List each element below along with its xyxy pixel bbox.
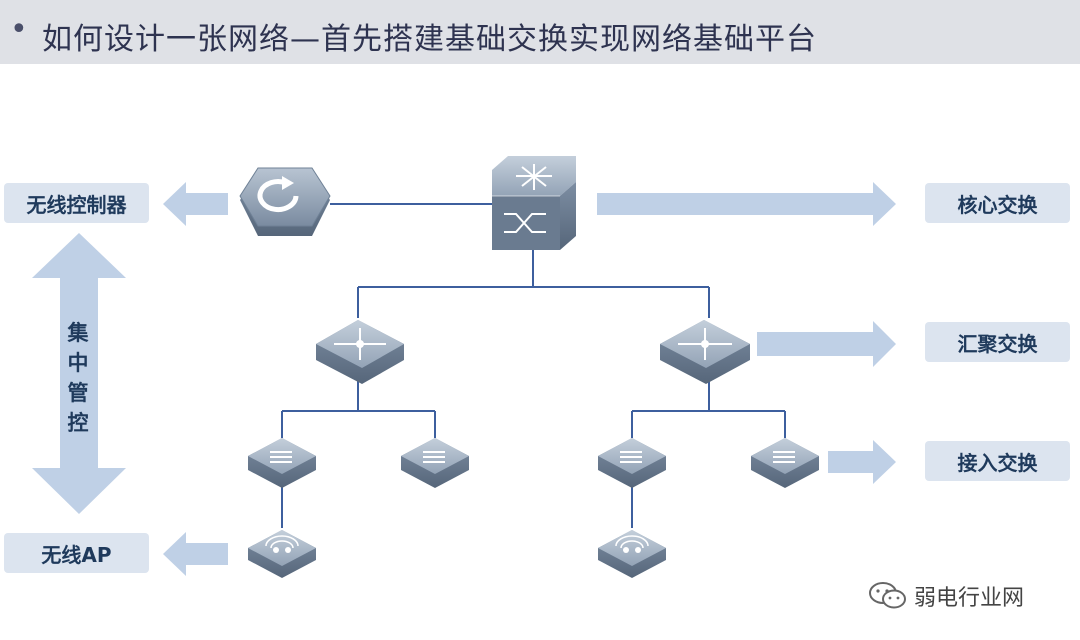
- title-bar: • 如何设计一张网络—首先搭建基础交换实现网络基础平台: [0, 0, 1080, 64]
- arrow-to-access-label: [828, 440, 896, 484]
- access-point-icon-2: [598, 530, 666, 578]
- arrow-to-controller-label: [163, 182, 228, 226]
- aggregation-switch-icon-left: [316, 320, 404, 384]
- access-switch-label: 接入交换: [925, 441, 1070, 481]
- core-switch-icon: [492, 156, 576, 250]
- wechat-icon: [869, 582, 906, 609]
- arrow-to-core-label: [597, 182, 896, 226]
- management-char-2: 中: [67, 351, 89, 375]
- management-double-arrow: [32, 233, 126, 514]
- aggregation-switch-icon-right: [660, 320, 750, 384]
- title-bullet: •: [10, 12, 28, 47]
- core-switch-label: 核心交换: [925, 183, 1070, 223]
- access-switch-icon-1: [248, 438, 316, 488]
- page-title: 如何设计一张网络—首先搭建基础交换实现网络基础平台: [42, 22, 817, 57]
- watermark-text: 弱电行业网: [914, 586, 1025, 611]
- aggregation-switch-label: 汇聚交换: [925, 322, 1070, 362]
- wireless-controller-icon: [239, 167, 331, 236]
- wireless-ap-label: 无线AP: [4, 533, 149, 573]
- centralized-management-label: 集 中 管 控: [60, 318, 96, 438]
- arrow-to-ap-label: [163, 532, 228, 576]
- management-char-1: 集: [67, 321, 89, 345]
- wireless-controller-label: 无线控制器: [4, 183, 149, 223]
- access-switch-icon-2: [401, 438, 469, 488]
- arrow-to-aggregation-label: [757, 321, 896, 367]
- access-point-icon-1: [248, 530, 316, 578]
- management-char-4: 控: [67, 411, 89, 435]
- arrows: [32, 182, 896, 576]
- access-switch-icon-3: [598, 438, 666, 488]
- management-char-3: 管: [67, 381, 89, 405]
- access-switch-icon-4: [751, 438, 819, 488]
- watermark: 弱电行业网: [868, 580, 1024, 612]
- link-lines: [281, 203, 786, 528]
